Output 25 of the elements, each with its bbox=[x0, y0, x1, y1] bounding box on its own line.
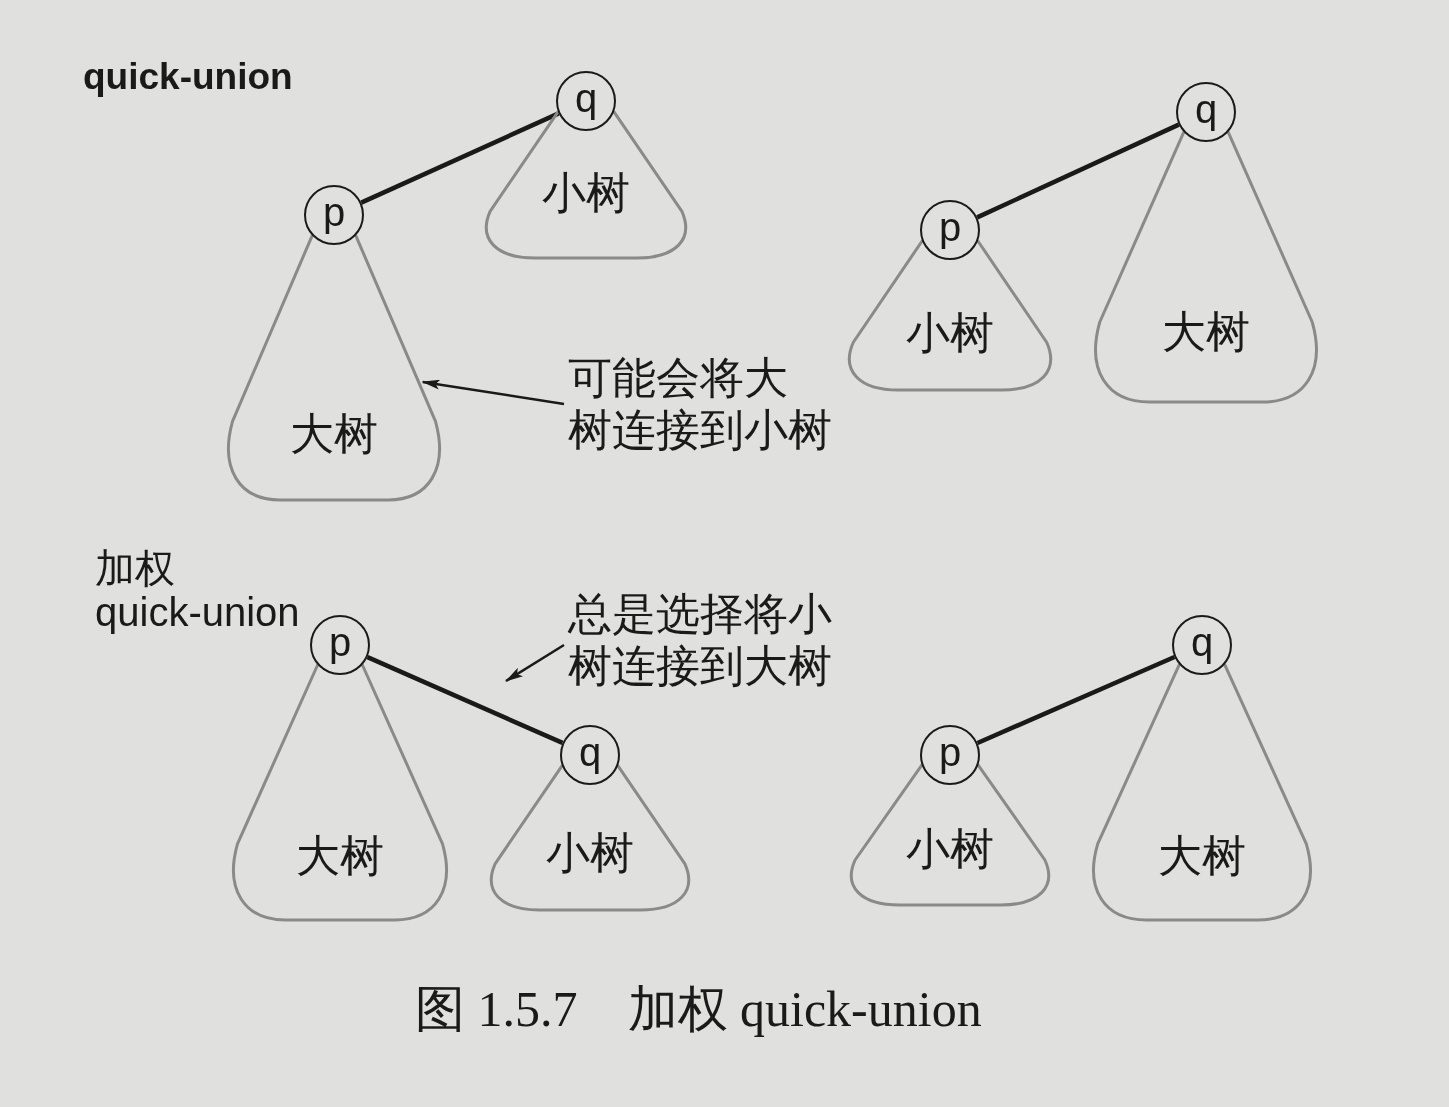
tree-label: 小树 bbox=[906, 311, 994, 355]
section-label: quick-union bbox=[83, 58, 293, 95]
leader-arrow bbox=[421, 379, 565, 406]
link-line bbox=[976, 122, 1180, 220]
annotation-text: 总是选择将小树连接到大树 bbox=[568, 588, 858, 692]
link-line bbox=[360, 111, 560, 205]
subtree-triangle bbox=[484, 71, 688, 258]
link-line bbox=[366, 655, 564, 745]
subtree-triangle bbox=[1093, 82, 1319, 402]
link-line bbox=[976, 654, 1176, 746]
tree-label: 小树 bbox=[906, 827, 994, 872]
tree-label: 大树 bbox=[1162, 309, 1250, 354]
tree-label: 大树 bbox=[296, 833, 384, 878]
subtree-triangle bbox=[847, 200, 1053, 390]
tree-label: 大树 bbox=[1158, 833, 1246, 878]
subtree-triangle bbox=[489, 725, 691, 910]
tree-label: 小树 bbox=[546, 830, 634, 875]
tree-label: 小树 bbox=[542, 170, 630, 215]
subtree-triangle bbox=[226, 185, 442, 500]
leader-arrow bbox=[505, 643, 565, 683]
tree-label: 大树 bbox=[290, 411, 378, 456]
subtree-triangle bbox=[849, 725, 1051, 905]
annotation-text: 可能会将大树连接到小树 bbox=[568, 352, 858, 456]
section-label: 加权 quick-union bbox=[95, 546, 301, 634]
subtree-triangle bbox=[1091, 615, 1313, 920]
